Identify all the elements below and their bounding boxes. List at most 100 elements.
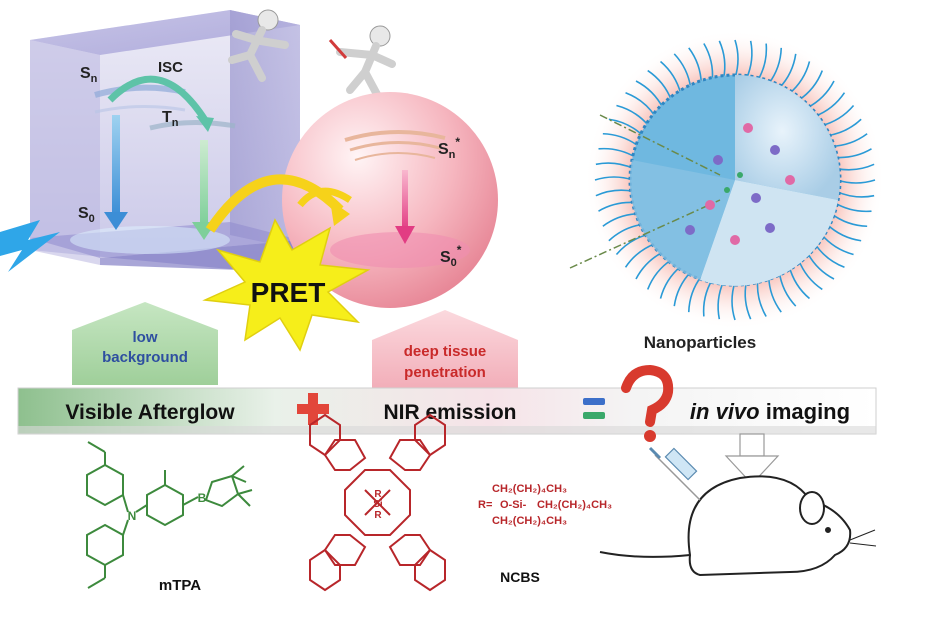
fluorescence-arrowhead xyxy=(104,212,128,230)
acceptor-sphere: Sn* S0* xyxy=(282,92,498,308)
afterglow-cube: Sn ISC Tn S0 xyxy=(30,10,300,270)
low-background-line2: background xyxy=(102,349,188,366)
chain-3: CH₂(CH₂)₄CH₃ xyxy=(492,515,567,527)
mouse-ear xyxy=(799,491,825,525)
nir-emission-arrowhead xyxy=(395,226,415,244)
ncbs-ring-bl-2 xyxy=(309,548,341,592)
t-n-band xyxy=(149,119,236,131)
surface-chain xyxy=(703,43,714,81)
cutaway-wedge-2 xyxy=(700,180,838,286)
summary-banner: Visible Afterglow NIR emission in vivo i… xyxy=(17,364,877,442)
surface-chain xyxy=(745,40,753,79)
mouse-eye xyxy=(825,527,831,533)
acceptor-s-n-label: Sn* xyxy=(438,135,460,161)
ncbs-ring-br-2 xyxy=(414,548,446,592)
mtpa-ring-right xyxy=(146,483,184,527)
surface-chain xyxy=(625,91,656,117)
ncbs-structure xyxy=(309,413,446,592)
syringe-icon xyxy=(648,446,701,501)
ncbs-si: Si xyxy=(373,499,383,510)
axis-line-2 xyxy=(569,199,721,269)
whisker-2 xyxy=(849,542,877,547)
mtpa-dioxaborolane xyxy=(204,474,240,508)
deep-tissue-line2: penetration xyxy=(404,364,486,381)
low-background-line1: low xyxy=(133,329,158,346)
green-house-shape xyxy=(72,302,218,385)
acceptor-s-0-label: S0* xyxy=(440,243,462,269)
visible-afterglow-label: Visible Afterglow xyxy=(65,401,235,424)
pret-starburst: PRET xyxy=(202,218,371,352)
mtpa-structure xyxy=(86,441,253,589)
starburst-shape xyxy=(202,218,371,352)
surface-chain xyxy=(688,47,703,84)
o-si-label: O-Si- xyxy=(500,499,527,511)
surface-chain xyxy=(608,118,644,137)
mouse-tail xyxy=(599,551,691,558)
ncbs-label: NCBS xyxy=(500,569,540,585)
surface-chain xyxy=(602,132,640,147)
surface-chain xyxy=(734,39,739,79)
chain-1: CH₂(CH₂)₄CH₃ xyxy=(492,483,567,495)
surface-chain xyxy=(647,69,673,101)
r-group-label: R= xyxy=(478,499,492,511)
surface-chain xyxy=(673,53,692,89)
ncbs-macrocycle xyxy=(344,469,411,536)
surface-chain xyxy=(659,60,682,94)
afterglow-floor-glow xyxy=(70,226,230,254)
pink-house-shape xyxy=(372,310,518,390)
mtpa-n-atom: N xyxy=(128,509,137,523)
s-n-label: Sn xyxy=(80,65,98,85)
ncbs-r-bottom: R xyxy=(374,510,382,521)
ncbs-ring-br-1 xyxy=(388,534,432,566)
sn-star-band-3 xyxy=(354,152,436,161)
ncbs-ring-bl-1 xyxy=(323,534,367,566)
axis-line-1 xyxy=(599,114,721,176)
surface-chain xyxy=(826,223,862,242)
isc-arrow xyxy=(107,75,208,122)
mtpa-ring-bottom xyxy=(86,523,124,567)
baton-icon xyxy=(328,39,348,59)
question-mark-icon xyxy=(621,364,674,442)
s-0-label: S0 xyxy=(78,205,95,225)
deep-tissue-line1: deep tissue xyxy=(404,343,487,360)
sn-star-band-2 xyxy=(349,141,441,152)
isc-arrowhead xyxy=(196,116,214,132)
plus-icon xyxy=(297,393,329,425)
ncbs-r-top: R xyxy=(374,489,382,500)
phosphorescence-arrow-shaft xyxy=(200,140,208,225)
sn-star-band-1 xyxy=(344,129,446,142)
encapsulated-dyes xyxy=(685,123,795,245)
low-background-tag: low background xyxy=(72,302,218,385)
cutaway-wedge-1 xyxy=(735,75,840,200)
mtpa-ring-top xyxy=(86,463,124,507)
energy-transfer-arrow-1 xyxy=(205,174,344,233)
pret-label: PRET xyxy=(251,277,326,308)
relay-runners-icon xyxy=(228,9,396,104)
deep-tissue-tag: deep tissue penetration xyxy=(372,310,518,390)
cube-left-face xyxy=(30,40,100,265)
surface-chain xyxy=(598,147,636,158)
ncbs-ring-tl-1 xyxy=(323,439,367,471)
ncbs-ring-tr-2 xyxy=(414,413,446,457)
equals-icon xyxy=(583,398,605,419)
energy-transfer-arrow-2 xyxy=(297,187,352,208)
surface-chain xyxy=(635,80,664,109)
ncbs-ring-tl-2 xyxy=(309,413,341,457)
s0-star-level xyxy=(330,232,470,268)
surface-chain xyxy=(718,40,726,79)
t-n-label: Tn xyxy=(162,109,179,129)
mouse-body xyxy=(687,475,852,577)
whisker-1 xyxy=(849,529,876,541)
fluorescence-arrow-shaft xyxy=(112,115,120,215)
in-vivo-imaging-label: in vivo imaging xyxy=(690,399,850,424)
mouse-illustration xyxy=(599,475,877,577)
lightning-bolt-icon xyxy=(0,220,60,272)
mtpa-b-atom: B xyxy=(198,491,207,505)
down-arrow-icon xyxy=(724,433,780,485)
nir-emission-arrow-shaft xyxy=(402,170,408,230)
mtpa-label: mTPA xyxy=(159,577,201,594)
chain-2: CH₂(CH₂)₄CH₃ xyxy=(537,499,612,511)
energy-transfer-arrowhead-1 xyxy=(330,200,350,226)
